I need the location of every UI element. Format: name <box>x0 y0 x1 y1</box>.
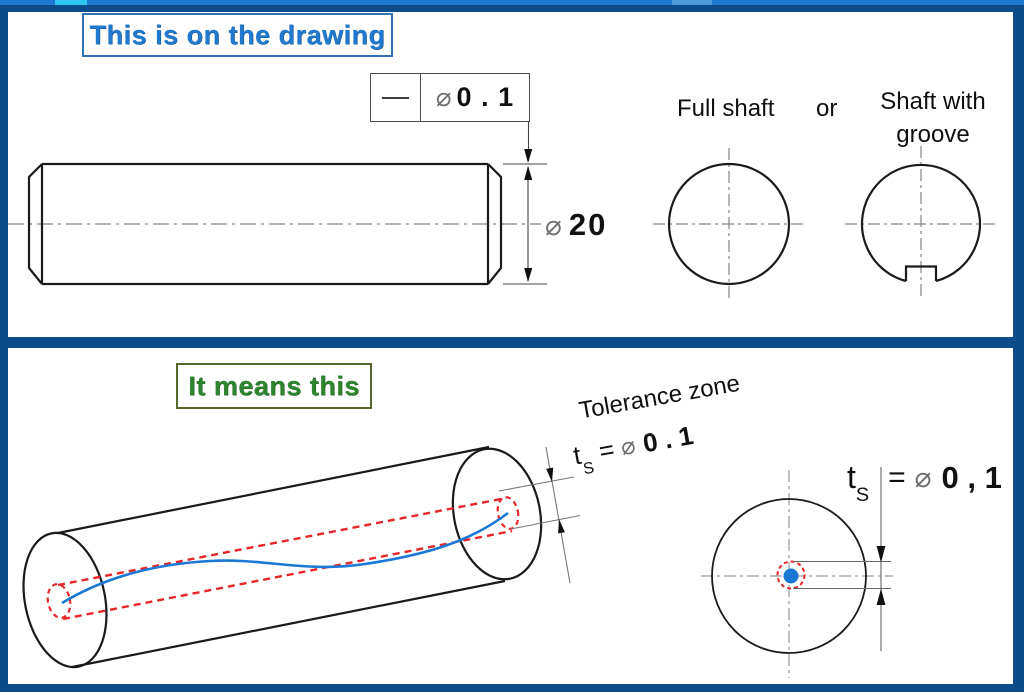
groove-shaft-label: Shaft with groove <box>880 88 986 148</box>
top-accent-strip <box>0 0 1024 5</box>
straightness-symbol-icon <box>382 96 409 99</box>
diameter-value: 20 <box>568 207 608 242</box>
feature-control-frame: ⌀ 0 . 1 <box>370 73 530 122</box>
tolerance-cell: ⌀ 0 . 1 <box>421 74 529 121</box>
diameter-symbol: ⌀ <box>914 462 932 493</box>
tolerance-2d-value: 0 , 1 <box>941 459 1002 495</box>
straightness-cell <box>371 74 421 121</box>
strip-decoration <box>672 0 712 5</box>
or-label: or <box>816 95 838 122</box>
diameter-symbol: ⌀ <box>545 209 562 241</box>
diameter-symbol: ⌀ <box>618 432 638 462</box>
equals-sign: = <box>888 460 906 494</box>
full-shaft-label: Full shaft <box>677 95 775 122</box>
ts-symbol: tS <box>847 459 870 506</box>
meaning-title-box: It means this <box>176 363 372 409</box>
drawing-title-label: This is on the drawing <box>89 19 386 50</box>
diameter-symbol: ⌀ <box>435 82 452 112</box>
meaning-title-label: It means this <box>188 370 360 401</box>
diameter-20-label: ⌀ 20 <box>545 207 607 243</box>
panel-bottom-meaning <box>8 348 1013 684</box>
strip-decoration <box>55 0 87 5</box>
equals-sign: = <box>596 433 617 467</box>
ts-2d-label: tS = ⌀ 0 , 1 <box>847 459 1002 506</box>
panel-top-drawing <box>8 12 1013 337</box>
tolerance-value: 0 . 1 <box>456 82 515 112</box>
drawing-title-box: This is on the drawing <box>82 13 393 57</box>
